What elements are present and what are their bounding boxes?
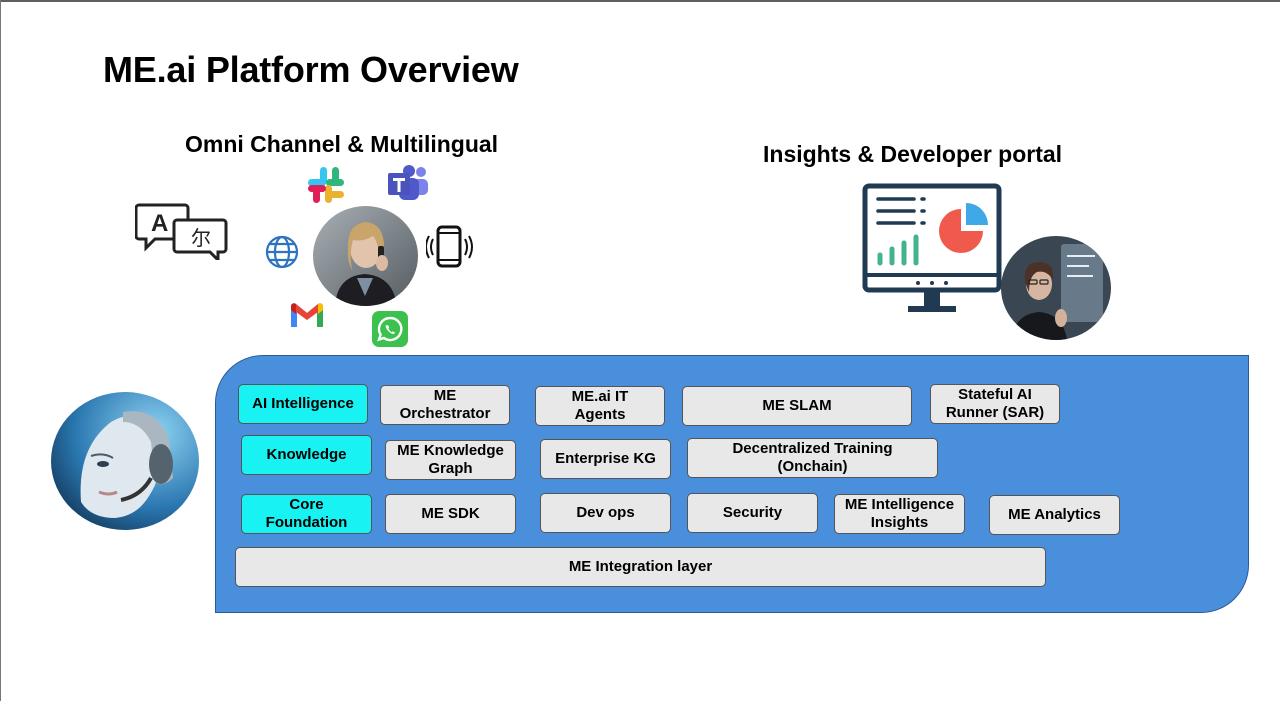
globe-icon: [265, 235, 299, 269]
me-intelligence-insights-box: ME Intelligence Insights: [834, 494, 965, 534]
decentralized-training-box: Decentralized Training (Onchain): [687, 438, 938, 478]
dashboard-monitor-icon: [862, 183, 1002, 312]
me-it-agents-box: ME.ai IT Agents: [535, 386, 665, 426]
gmail-icon: [291, 303, 323, 327]
ai-robot-photo: [51, 392, 199, 530]
core-foundation-box: Core Foundation: [241, 494, 372, 534]
dev-ops-box: Dev ops: [540, 493, 671, 533]
translate-icon: A 尔: [135, 203, 228, 260]
ai-intelligence-box: AI Intelligence: [238, 384, 368, 424]
page-title: ME.ai Platform Overview: [103, 49, 519, 90]
enterprise-kg-box: Enterprise KG: [540, 439, 671, 479]
knowledge-box: Knowledge: [241, 435, 372, 475]
teams-icon: [388, 165, 428, 200]
whatsapp-icon: [372, 311, 408, 347]
me-sdk-box: ME SDK: [385, 494, 516, 534]
omni-channel-heading: Omni Channel & Multilingual: [185, 131, 499, 157]
security-box: Security: [687, 493, 818, 533]
stateful-ai-runner-box: Stateful AI Runner (SAR): [930, 384, 1060, 424]
me-orchestrator-box: ME Orchestrator: [380, 385, 510, 425]
slack-icon: [308, 167, 344, 203]
me-slam-box: ME SLAM: [682, 386, 912, 426]
translate-glyph-a: A: [151, 210, 168, 237]
top-border: [0, 0, 1280, 2]
me-knowledge-graph-box: ME Knowledge Graph: [385, 440, 516, 480]
me-integration-layer-box: ME Integration layer: [235, 547, 1046, 587]
insights-heading: Insights & Developer portal: [763, 141, 1063, 167]
phone-icon: [426, 225, 473, 268]
customer-photo: [313, 206, 418, 306]
developer-photo: [1001, 236, 1111, 340]
me-analytics-box: ME Analytics: [989, 495, 1120, 535]
translate-glyph-b: 尔: [191, 226, 211, 250]
left-border: [0, 0, 1, 701]
